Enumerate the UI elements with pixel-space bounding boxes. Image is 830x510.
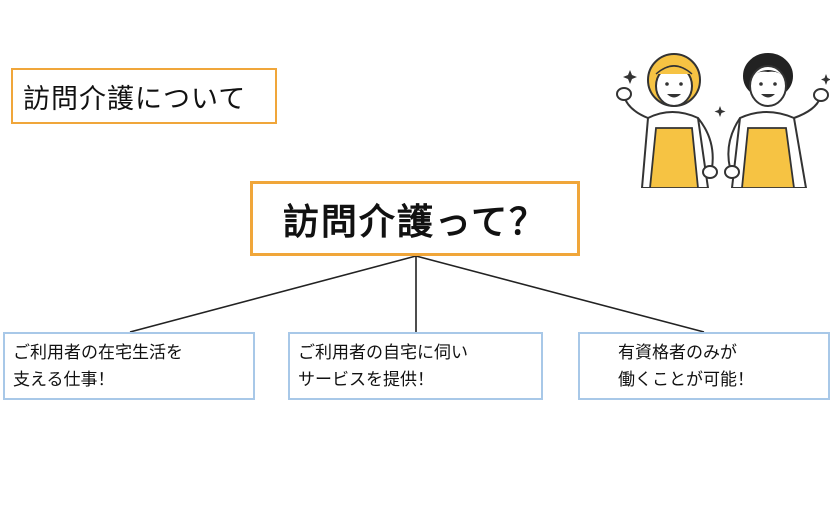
page-title: 訪問介護について [11, 68, 277, 124]
caregiver-right [724, 53, 829, 188]
central-question: 訪問介護って？ [250, 181, 580, 256]
connector-line-right [415, 255, 705, 333]
caregiver-left [616, 53, 718, 188]
branch-box-1: ご利用者の在宅生活を 支える仕事！ [3, 332, 255, 400]
connector-line-left [129, 255, 417, 333]
branch-box-3: 有資格者のみが 働くことが可能！ [578, 332, 830, 400]
branch-box-2: ご利用者の自宅に伺い サービスを提供！ [288, 332, 543, 400]
sparkle-icon [623, 70, 830, 117]
two-caregivers-cheering-icon [616, 53, 830, 188]
